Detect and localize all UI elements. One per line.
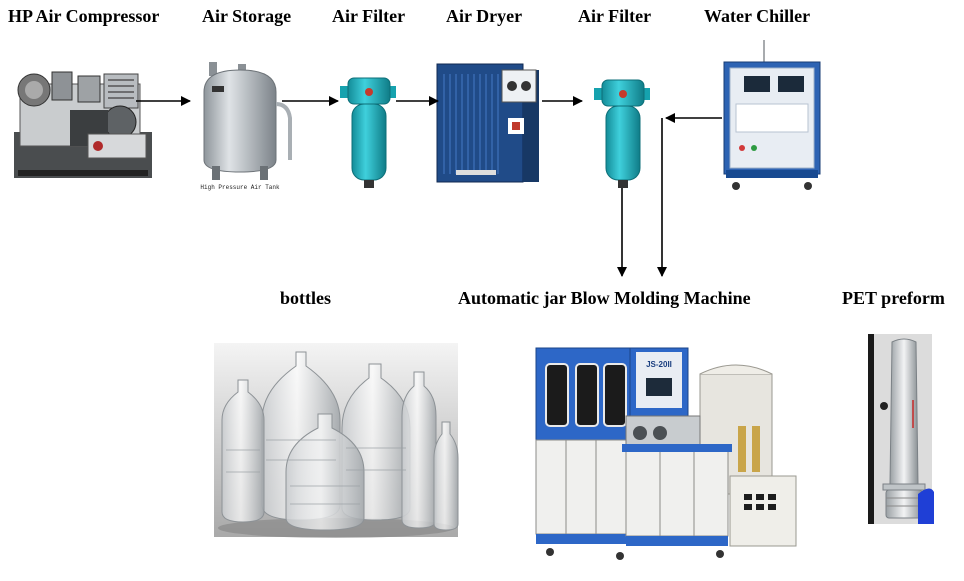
- air-filter-1-image: [340, 77, 396, 188]
- label-blow-molding-machine: Automatic jar Blow Molding Machine: [458, 288, 751, 308]
- label-hp-air-compressor: HP Air Compressor: [8, 6, 160, 26]
- air-storage-tank-image: High Pressure Air Tank: [200, 62, 292, 191]
- tank-caption: High Pressure Air Tank: [200, 184, 280, 191]
- flow-arrows: [136, 96, 722, 277]
- blow-molding-machine-image: JS-20II: [535, 347, 797, 560]
- label-air-dryer: Air Dryer: [446, 6, 523, 26]
- label-air-filter-2: Air Filter: [578, 6, 652, 26]
- label-water-chiller: Water Chiller: [704, 6, 811, 26]
- air-compressor-image: [14, 71, 152, 178]
- water-chiller-image: [723, 40, 821, 190]
- machine-model-label: JS-20II: [646, 360, 672, 369]
- air-dryer-image: [436, 63, 539, 183]
- label-pet-preform: PET preform: [842, 288, 945, 308]
- pet-preform-image: [868, 334, 934, 524]
- air-filter-2-image: [594, 79, 650, 188]
- label-bottles: bottles: [280, 288, 331, 308]
- label-air-filter-1: Air Filter: [332, 6, 406, 26]
- label-air-storage: Air Storage: [202, 6, 292, 26]
- bottles-image: [214, 343, 459, 538]
